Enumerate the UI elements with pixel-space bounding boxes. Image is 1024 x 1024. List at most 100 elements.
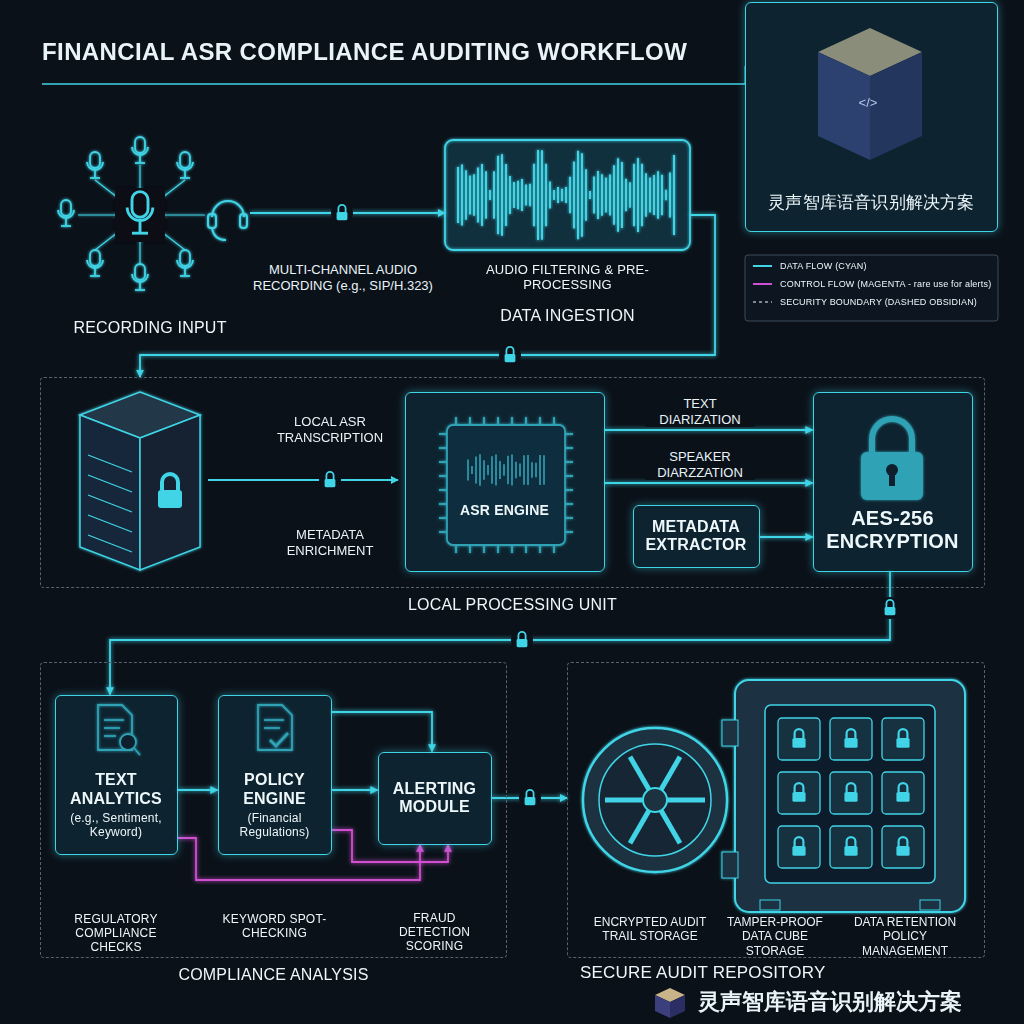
policy-engine: POLICY ENGINE(Financial Regulations)KEYW… xyxy=(218,695,332,855)
node-label: POLICY ENGINE xyxy=(225,771,325,808)
vault-illustration xyxy=(844,783,857,802)
node-label: (Financial Regulations) xyxy=(225,812,325,840)
server-illustration xyxy=(88,475,132,492)
waveform-frame xyxy=(517,181,519,209)
waveform-frame xyxy=(565,187,567,203)
waveform-frame xyxy=(573,161,575,228)
waveform-frame xyxy=(529,184,531,206)
waveform-frame xyxy=(489,190,491,200)
lock-badge xyxy=(519,787,541,809)
mic-cluster xyxy=(132,264,148,290)
vault-illustration xyxy=(605,757,705,844)
waveform-frame xyxy=(669,173,671,218)
lock-badge xyxy=(337,205,348,220)
vault-illustration xyxy=(722,720,738,746)
node-label: RECORDING INPUT xyxy=(73,319,226,337)
waveform-frame xyxy=(461,164,463,225)
code-glyph: </> xyxy=(848,95,888,111)
waveform-frame xyxy=(477,168,479,223)
title-underline xyxy=(42,66,745,84)
diagram-title: FINANCIAL ASR COMPLIANCE AUDITING WORKFL… xyxy=(42,38,687,67)
vault-illustration xyxy=(778,772,820,814)
alerting-module: ALERTING MODULEFRAUD DETECTION SCORING xyxy=(378,752,492,845)
metadata-extractor: METADATA EXTRACTOR xyxy=(633,505,760,568)
waveform-frame xyxy=(657,171,659,219)
waveform-frame xyxy=(469,176,471,215)
vault-illustration xyxy=(882,826,924,868)
server-illustration xyxy=(80,392,200,570)
lock-badge xyxy=(505,347,516,362)
node-label: 灵声智库语音识别解决方案 xyxy=(768,193,974,213)
waveform-frame xyxy=(569,177,571,214)
server-illustration xyxy=(88,495,132,512)
waveform-frame xyxy=(649,178,651,213)
vault-illustration xyxy=(830,718,872,760)
data-flow-arrow xyxy=(140,215,715,377)
transcription-arrow xyxy=(208,479,398,481)
vault-illustration xyxy=(896,837,909,856)
waveform-frame xyxy=(653,175,655,215)
server-illustration xyxy=(140,415,200,570)
vault-illustration xyxy=(844,729,857,748)
waveform-frame xyxy=(541,150,543,239)
waveform-frame xyxy=(445,140,690,250)
vault-illustration xyxy=(792,729,805,748)
waveform-frame xyxy=(613,165,615,224)
mic-cluster xyxy=(127,192,153,234)
waveform-frame xyxy=(601,174,603,216)
mic-cluster xyxy=(177,152,193,178)
waveform-frame xyxy=(513,182,515,208)
vault-illustration xyxy=(830,826,872,868)
server-illustration xyxy=(88,535,132,552)
watermark-cube xyxy=(670,995,685,1018)
lock-badge xyxy=(325,472,336,487)
vault-illustration xyxy=(882,718,924,760)
mic-cluster xyxy=(212,201,244,217)
waveform-frame xyxy=(585,169,587,221)
vault-illustration xyxy=(760,900,780,910)
data-flow-arrow xyxy=(760,536,813,538)
vault-illustration xyxy=(599,744,711,856)
vault-illustration xyxy=(882,772,924,814)
edge-label: SPEAKER DIARZZATION xyxy=(645,449,755,480)
mic-cluster xyxy=(240,214,247,228)
node-label: DATA INGESTION xyxy=(500,307,635,325)
vault-illustration xyxy=(643,788,667,812)
waveform-frame xyxy=(553,190,555,200)
legend-row: DATA FLOW (CYAN) xyxy=(752,261,996,271)
mic-cluster xyxy=(208,201,247,240)
waveform-frame xyxy=(509,176,511,214)
node-caption: COMPLIANCE ANALYSIS xyxy=(124,965,424,984)
legend-row: SECURITY BOUNDARY (DASHED OBSIDIAN) xyxy=(752,297,996,307)
waveform-frame xyxy=(481,164,483,226)
legend-sample xyxy=(753,301,772,303)
waveform-frame xyxy=(661,175,663,215)
vault-illustration xyxy=(896,783,909,802)
waveform-frame xyxy=(473,174,475,216)
compliance-analysis: COMPLIANCE ANALYSISTEXT ANALYTICS(e.g., … xyxy=(40,662,507,958)
node-label: ASR ENGINE xyxy=(460,502,549,518)
lock-badge xyxy=(525,790,536,805)
mic-cluster xyxy=(132,137,148,163)
node-label: ALERTING MODULE xyxy=(383,780,487,817)
vault-illustration xyxy=(583,680,965,912)
annotation: TAMPER-PROOF DATA CUBE STORAGE xyxy=(715,915,835,958)
waveform-frame xyxy=(621,162,623,228)
waveform-frame xyxy=(581,153,583,237)
waveform-frame xyxy=(505,164,507,226)
waveform-frame xyxy=(625,179,627,212)
legend-sample xyxy=(752,297,774,307)
title-underline xyxy=(42,83,745,85)
waveform-frame xyxy=(593,176,595,213)
legend-row: CONTROL FLOW (MAGENTA - rare use for ale… xyxy=(752,279,996,289)
legend-frame xyxy=(745,255,998,321)
waveform-frame xyxy=(545,164,547,226)
vault-illustration xyxy=(844,837,857,856)
legend-text: SECURITY BOUNDARY (DASHED OBSIDIAN) xyxy=(780,297,977,307)
vault-illustration xyxy=(830,772,872,814)
vault-illustration xyxy=(896,729,909,748)
lock-badge xyxy=(511,629,533,651)
legend-frame xyxy=(745,255,998,321)
vault-illustration xyxy=(722,852,738,878)
